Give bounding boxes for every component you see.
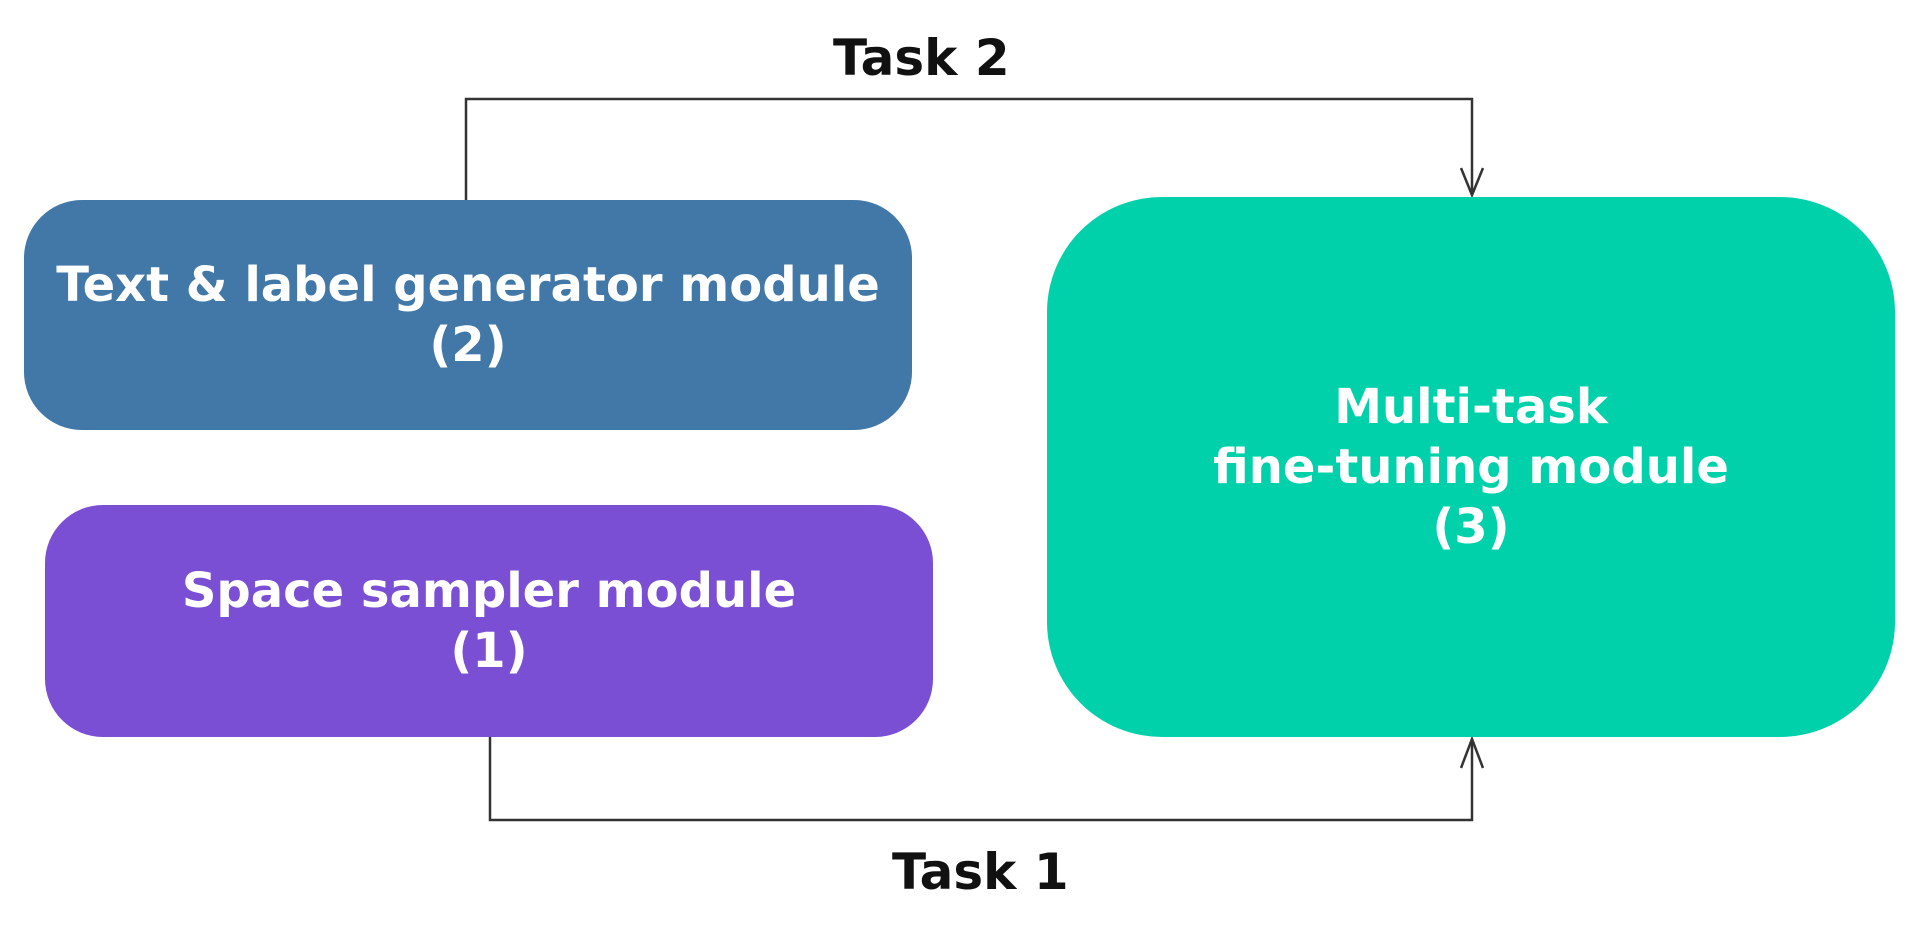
multitask-number: (3) [1432, 499, 1510, 555]
task1-label: Task 1 [892, 843, 1069, 901]
task2-arrowhead [1459, 167, 1485, 199]
multitask-finetuning-module: Multi-task fine-tuning module (3) [1047, 197, 1895, 737]
multitask-title-line2: fine-tuning module [1213, 439, 1729, 495]
space-sampler-title: Space sampler module [181, 563, 797, 619]
multitask-title-line1: Multi-task [1334, 379, 1608, 435]
text-label-generator-number: (2) [429, 317, 507, 373]
space-sampler-number: (1) [450, 623, 528, 679]
task1-arrow-line [488, 737, 1474, 822]
text-label-generator-title: Text & label generator module [56, 257, 880, 313]
text-label-generator-module: Text & label generator module (2) [24, 200, 912, 430]
space-sampler-module: Space sampler module (1) [45, 505, 933, 737]
task1-arrowhead [1459, 735, 1485, 769]
task2-label: Task 2 [833, 29, 1010, 87]
task2-arrow-line [464, 97, 1474, 200]
